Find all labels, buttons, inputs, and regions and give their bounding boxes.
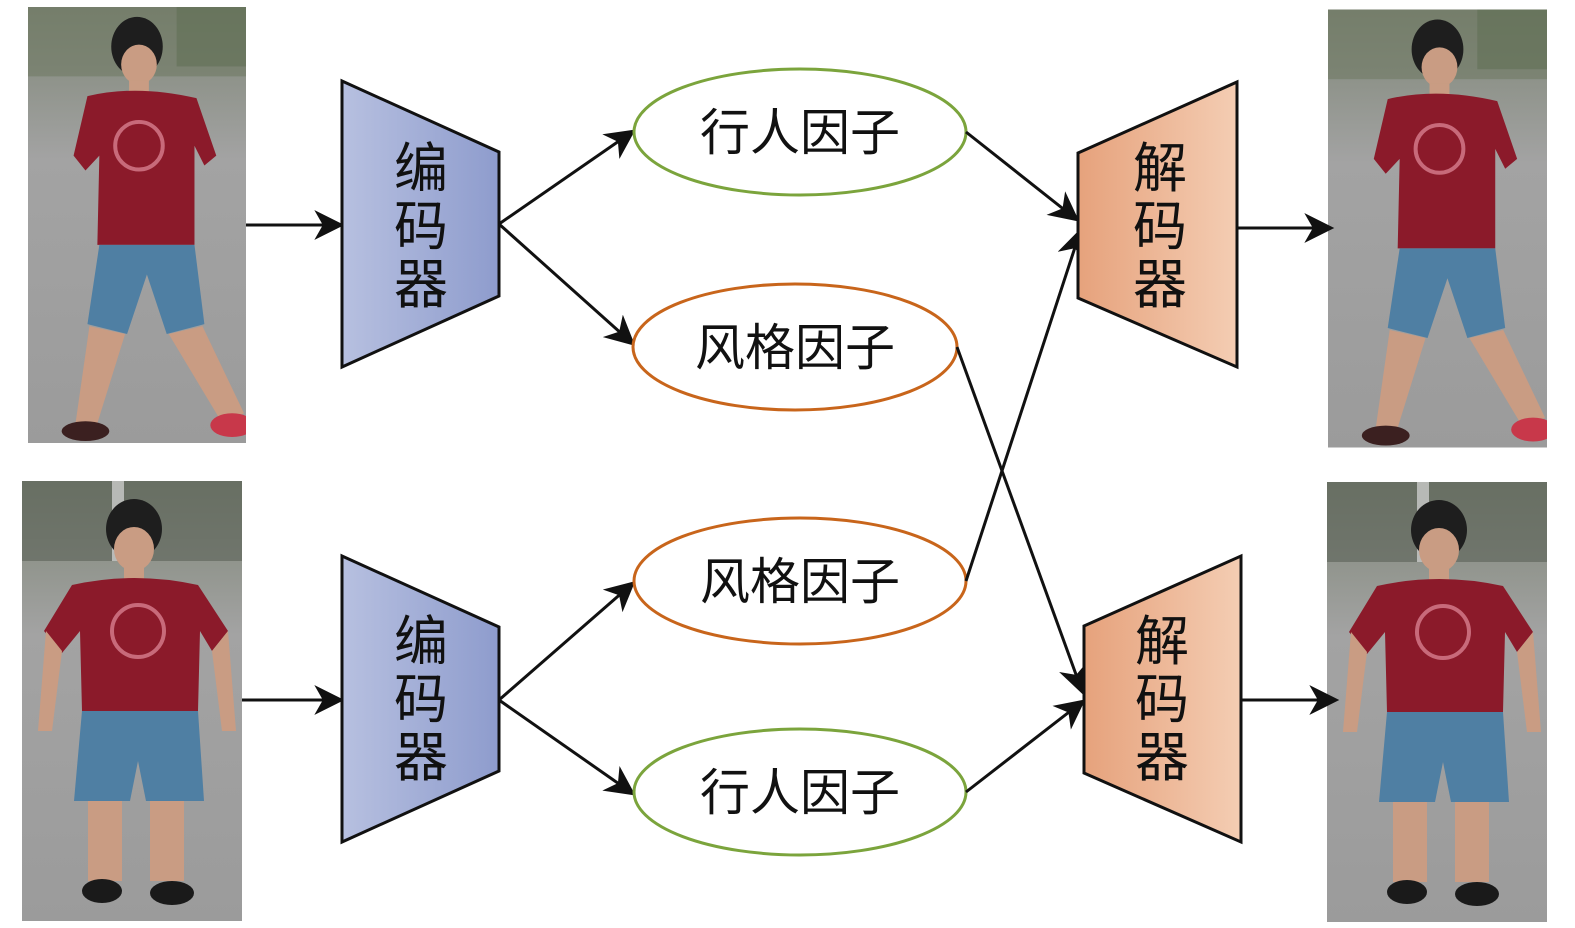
input-image-top [28,5,246,445]
person-factor-bottom: 行人因子 [632,727,968,857]
decoder-bottom: 解 码 器 [1082,553,1243,845]
encoder-bottom-char-3: 器 [394,726,448,789]
arrow-person-bottom-to-dec-bottom [965,699,1086,794]
arrow-enc-top-to-person [498,129,636,226]
arrow-enc-top-to-style [497,222,636,346]
person-factor-top: 行人因子 [632,67,968,197]
encoder-top: 编 码 器 [340,78,501,370]
encoder-top-char-1: 编 [394,137,448,200]
encoder-bottom: 编 码 器 [340,553,501,845]
output-image-bottom [1327,482,1547,922]
decoder-bottom-char-1: 解 [1135,610,1189,673]
encoder-bottom-char-2: 码 [394,668,448,731]
arrow-style-top-to-dec-bottom [955,346,1088,696]
arrow-enc-bottom-to-person [498,698,636,796]
style-factor-bottom-label: 风格因子 [700,553,900,611]
decoder-top-char-1: 解 [1133,137,1187,200]
style-factor-bottom: 风格因子 [632,516,968,646]
arrow-person-top-to-dec-top [965,130,1080,222]
decoder-bottom-char-3: 器 [1135,726,1189,789]
style-factor-top-label: 风格因子 [695,319,895,377]
encoder-top-char-2: 码 [394,195,448,258]
arrow-enc-bottom-to-style [498,581,636,702]
arrow-style-bottom-to-dec-top [964,227,1087,582]
decoder-bottom-char-2: 码 [1135,668,1189,731]
output-image-top [1328,10,1555,448]
decoder-top-char-3: 器 [1133,253,1187,316]
decoder-top-char-2: 码 [1133,195,1187,258]
style-factor-top: 风格因子 [631,282,959,412]
input-image-bottom [22,481,242,921]
encoder-bottom-char-1: 编 [394,610,448,673]
person-factor-top-label: 行人因子 [700,104,900,162]
person-factor-bottom-label: 行人因子 [700,764,900,822]
encoder-top-char-3: 器 [394,253,448,316]
decoder-top: 解 码 器 [1076,79,1239,370]
